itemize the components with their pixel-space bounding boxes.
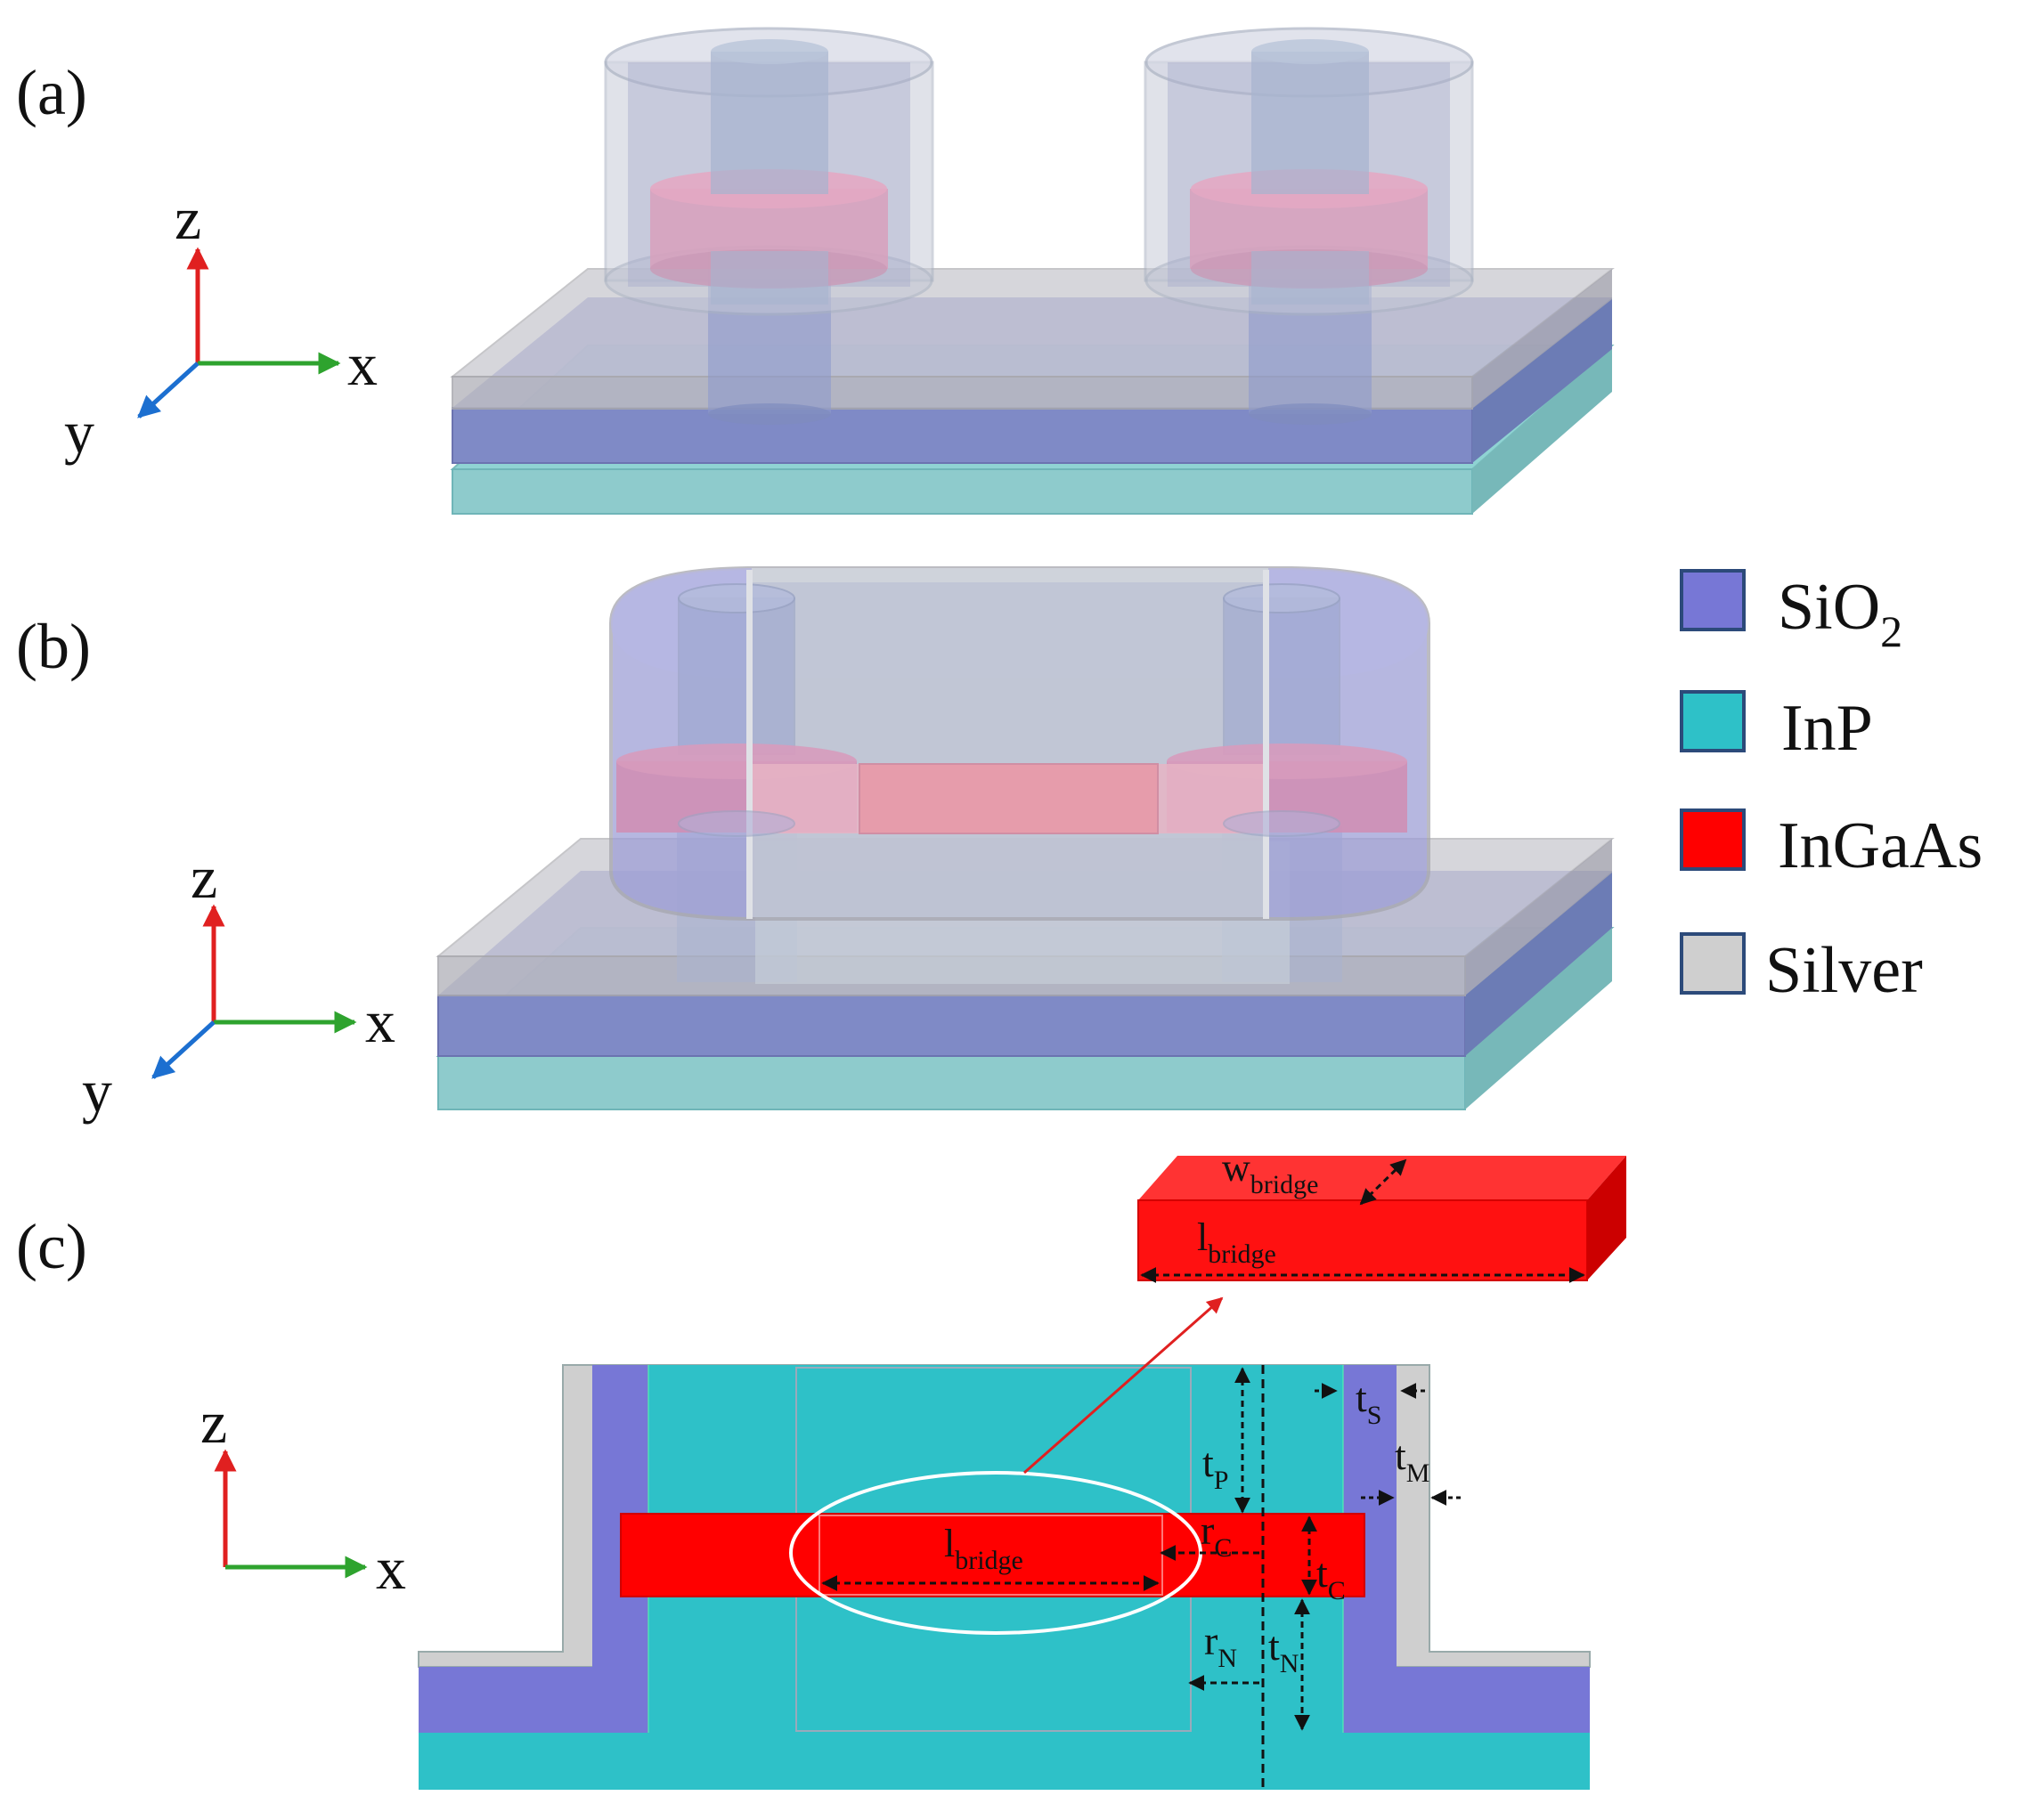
sio2-swatch [1680, 569, 1746, 631]
axis-z-label: z [191, 843, 217, 911]
r-c-label: rC [1201, 1507, 1232, 1563]
panel-c-label: (c) [16, 1211, 87, 1282]
axis-x-label: x [376, 1534, 406, 1602]
cross-section: lbridge tP rC tC rN tN tS tM [418, 1296, 1591, 1790]
legend: SiO2 InP InGaAs Silver [1680, 569, 1983, 1007]
t-p-label: tP [1202, 1440, 1228, 1495]
legend-inp-label: InP [1781, 692, 1873, 765]
t-m-label: tM [1395, 1433, 1429, 1488]
axis-z-label: z [175, 184, 201, 252]
legend-ingaas-label: InGaAs [1778, 809, 1983, 882]
panel-b-label: (b) [16, 611, 91, 682]
device-a [450, 27, 1615, 515]
inp-swatch [1680, 690, 1746, 752]
w-bridge-label: wbridge [1222, 1146, 1318, 1199]
r-n-label: rN [1204, 1618, 1237, 1673]
bridge-block: wbridge lbridge [1137, 1146, 1626, 1283]
ingaas-swatch [1680, 808, 1746, 871]
axes-c: z x [200, 1388, 406, 1602]
t-s-label: tS [1356, 1375, 1381, 1430]
device-b [436, 566, 1615, 1110]
axis-z-label: z [200, 1388, 227, 1456]
l-bridge-cut-label: lbridge [944, 1522, 1023, 1575]
axis-x-label: x [347, 330, 378, 398]
l-bridge-top-label: lbridge [1197, 1215, 1276, 1269]
silver-swatch [1680, 932, 1746, 995]
axis-y-label: y [64, 398, 94, 466]
t-n-label: tN [1268, 1623, 1299, 1678]
axes-b: z x y [82, 843, 395, 1125]
panel-a-label: (a) [16, 57, 87, 128]
axis-y-label: y [82, 1057, 112, 1125]
t-c-label: tC [1316, 1550, 1346, 1605]
axis-x-label: x [365, 987, 395, 1055]
axes-a: z x y [64, 184, 378, 466]
legend-silver-label: Silver [1765, 934, 1923, 1007]
legend-sio2-label: SiO2 [1778, 571, 1902, 656]
